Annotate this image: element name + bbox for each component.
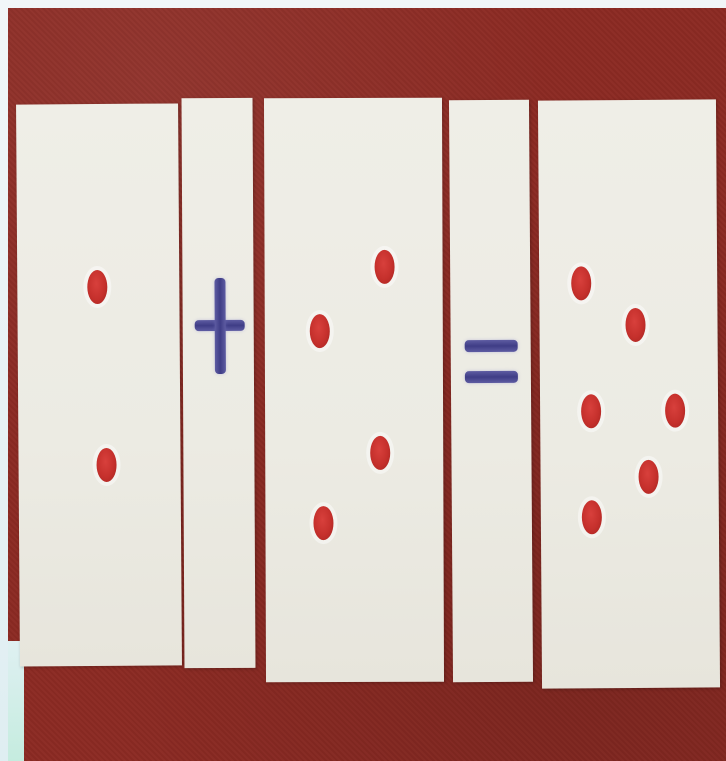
card-six-dots [538, 99, 720, 688]
dot [375, 250, 395, 284]
card-equals [449, 100, 533, 683]
dot [96, 448, 116, 482]
dot [582, 500, 602, 534]
plus-sign-icon [194, 278, 245, 374]
card-plus [182, 98, 256, 668]
dot [665, 394, 685, 428]
dot [571, 266, 591, 300]
dot [313, 506, 333, 540]
equals-sign-icon [465, 328, 518, 388]
dot [581, 394, 601, 428]
dot [625, 308, 645, 342]
card-two-dots [16, 103, 182, 666]
dot [638, 460, 658, 494]
dot [370, 436, 390, 470]
dot [87, 270, 107, 304]
card-four-dots [264, 98, 444, 683]
dot [310, 314, 330, 348]
